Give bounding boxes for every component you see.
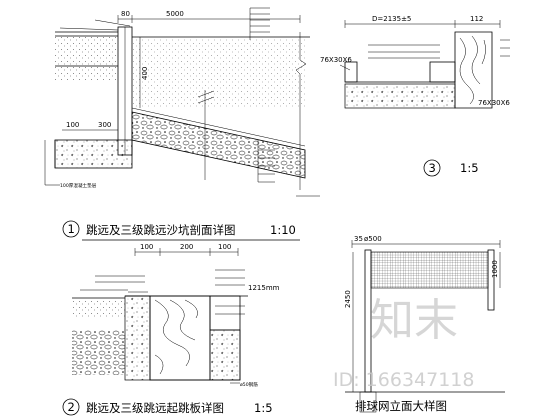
detail-3-section: D=2135±5 112 76X30X6 76X30X6 3 1:5 <box>320 15 510 177</box>
dim-112: 112 <box>470 15 483 23</box>
dim-net-1000: 1000 <box>491 260 499 278</box>
note-concrete-base: 100厚混凝土垫层 <box>60 182 97 189</box>
dim-d: D=2135±5 <box>372 15 411 23</box>
dim-400: 400 <box>141 67 149 80</box>
detail-2-section: 100 200 100 1215mm ø50钢筋 2 跳远及 <box>62 243 280 416</box>
detail-1-title: 跳远及三级跳远沙坑剖面详图 <box>86 223 236 237</box>
detail-2-scale: 1:5 <box>254 401 273 415</box>
detail-2-title: 跳远及三级跳远起跳板详图 <box>86 401 224 415</box>
detail-3-scale: 1:5 <box>460 161 479 175</box>
note-rebar: ø50钢筋 <box>240 381 258 388</box>
dim-5000: 5000 <box>166 10 184 18</box>
dim-net-35: 35 <box>354 235 363 243</box>
detail-3-number-circle <box>423 159 441 177</box>
detail-2-number-circle <box>62 398 80 416</box>
detail-3-number: 3 <box>429 161 436 175</box>
label-angle-right: 76X30X6 <box>478 99 510 107</box>
dim-net-500: ø500 <box>364 235 382 243</box>
dim-2-1215: 1215mm <box>248 284 280 292</box>
label-angle-left: 76X30X6 <box>320 56 352 64</box>
dim-2-100b: 100 <box>218 243 231 251</box>
dim-2-100a: 100 <box>140 243 153 251</box>
net-elevation: 35 ø500 2450 1000 排球网立面大样图 <box>344 235 505 413</box>
detail-1-scale: 1:10 <box>270 223 296 237</box>
dim-net-2450: 2450 <box>344 290 352 308</box>
watermark-logo-text: 知末 <box>370 295 458 346</box>
watermark-id: ID: 166347118 <box>333 369 474 391</box>
detail-1-number: 1 <box>68 222 75 236</box>
detail-1-section: 80 5000 400 100 300 100厚混凝土垫层 <box>44 7 320 241</box>
dim-300: 300 <box>98 121 111 129</box>
dim-80: 80 <box>121 10 130 18</box>
dim-2-200: 200 <box>180 243 193 251</box>
watermark: 知末 ID: 166347118 <box>333 295 474 391</box>
net-elevation-title: 排球网立面大样图 <box>355 399 447 413</box>
detail-2-number: 2 <box>68 400 75 414</box>
detail-1-number-circle <box>62 220 80 238</box>
dim-100: 100 <box>66 121 79 129</box>
